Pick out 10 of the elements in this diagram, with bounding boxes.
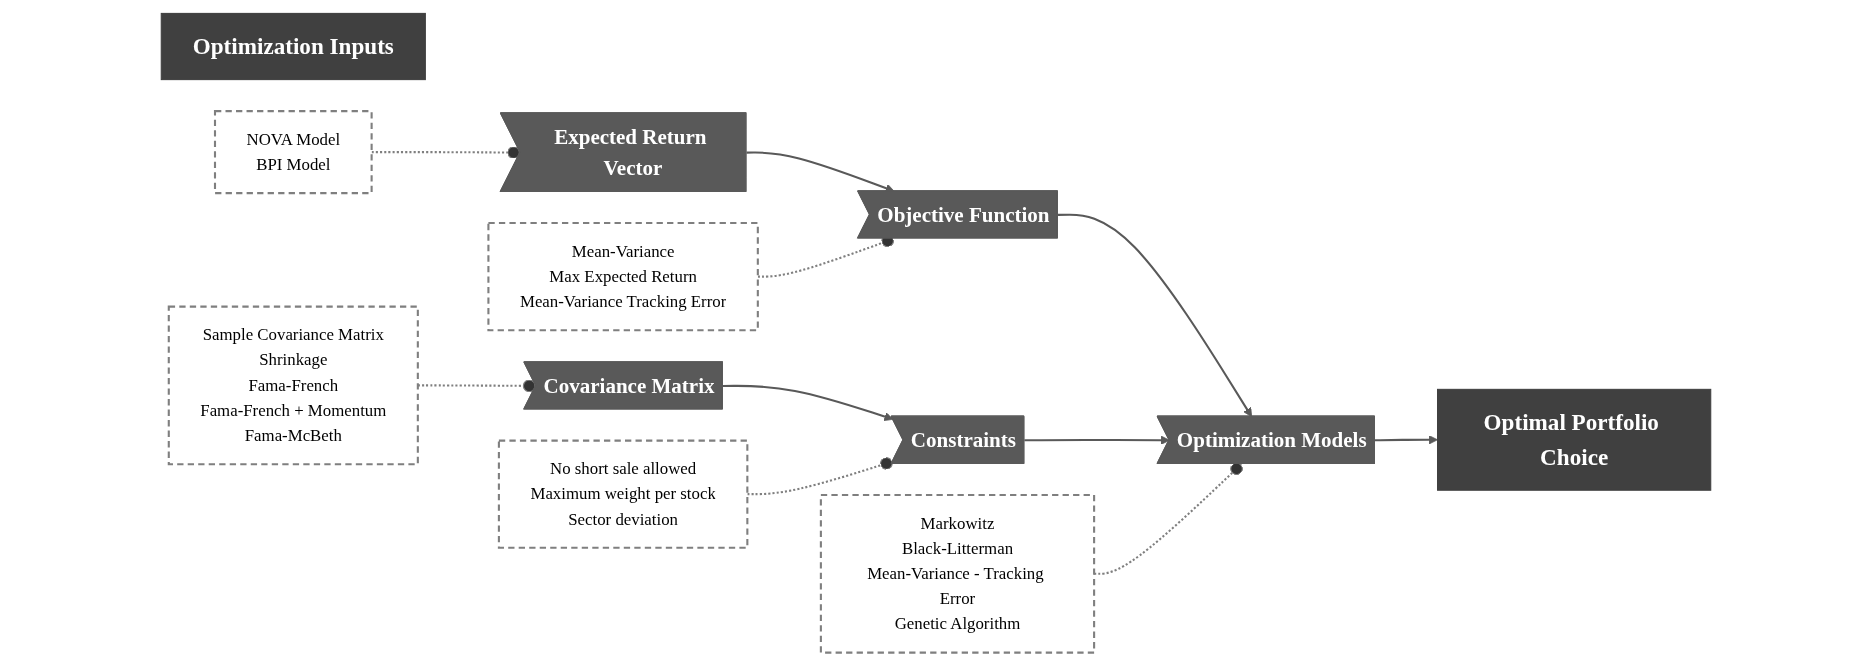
node-box: Markowitz Black-Litterman Mean-Variance - Tracking Error Genetic Algorithm (819, 493, 1096, 654)
arrow (1024, 435, 1170, 445)
node-box: Optimal Portfolio Choice (1437, 388, 1712, 491)
node-box: NOVA Model BPI Model (213, 110, 373, 195)
node-box: Mean-Variance Max Expected Return Mean-Variance Tracking Error (487, 222, 759, 332)
node-box: Optimization Inputs (160, 12, 426, 81)
arrow (722, 384, 894, 422)
node-box: Sample Covariance Matrix Shrinkage Fama-French Fama-French + Momentum Fama-McBeth (167, 305, 419, 466)
arrow (1375, 435, 1438, 445)
node-box: No short sale allowed Maximum weight per stock Sector deviation (497, 439, 749, 549)
